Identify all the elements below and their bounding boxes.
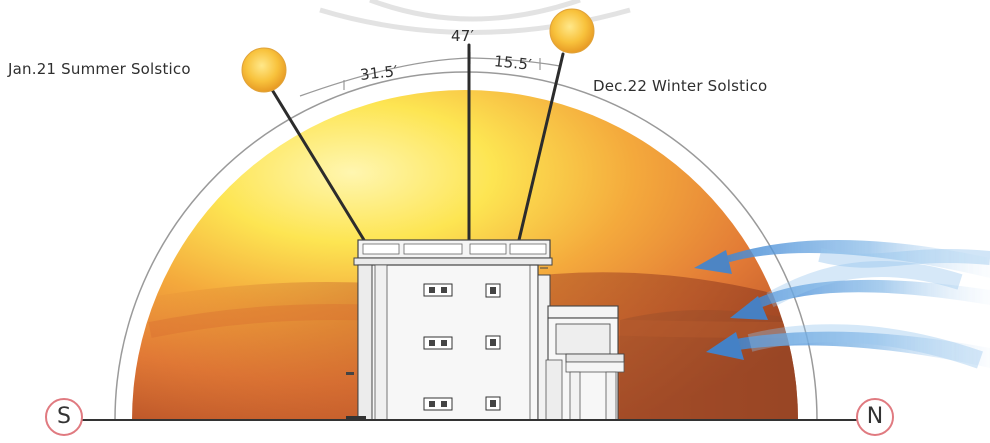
zenith-angle-label: 47′	[451, 27, 475, 45]
sky-arc-outline	[114, 71, 818, 421]
summer-ray	[269, 86, 366, 242]
summer-sun-icon	[241, 47, 287, 93]
winter-angle-label: 15.5′	[493, 52, 533, 74]
summer-solstice-label: Jan.21 Summer Solstico	[8, 60, 191, 78]
south-label: S	[57, 404, 71, 429]
wind-arrow-icon	[730, 261, 990, 320]
wind-arrow-icon	[706, 324, 990, 369]
winter-solstice-label: Dec.22 Winter Solstico	[593, 77, 768, 95]
south-marker: S	[45, 398, 83, 436]
wind-arrows	[694, 240, 990, 369]
north-label: N	[866, 404, 884, 429]
winter-sun-icon	[549, 8, 595, 54]
building	[346, 239, 625, 421]
sun-rays	[269, 43, 565, 242]
north-marker: N	[856, 398, 894, 436]
wind-arrow-icon	[694, 240, 990, 278]
winter-ray	[517, 52, 565, 242]
